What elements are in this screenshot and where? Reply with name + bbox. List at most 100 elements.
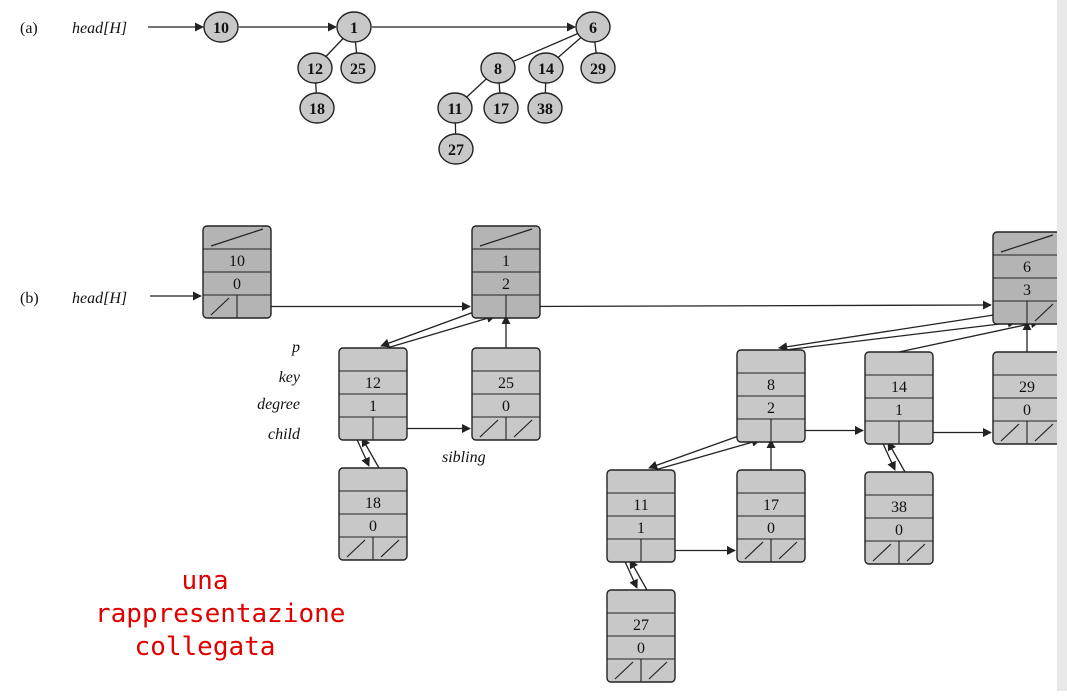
part-a-label: (a) [20,20,38,37]
parent-pointer-arrow [887,441,906,473]
parent-pointer-arrow [784,318,1017,351]
nil-slash [614,661,634,680]
tree-node-circle [483,92,519,124]
nil-slash [513,419,533,438]
record-key: 38 [891,499,907,516]
heap-record: 290 [992,351,1062,445]
tree-node: 10 [203,11,239,43]
nil-slash [906,543,926,562]
heap-record: 141 [864,351,934,445]
field-label-key: key [279,369,301,386]
tree-node: 11 [437,92,473,124]
nil-slash [346,539,366,558]
tree-node: 17 [483,92,519,124]
record-degree: 2 [767,400,775,417]
record-degree: 3 [1023,282,1031,299]
caption: una rappresentazione collegata [95,565,346,664]
record-degree: 0 [502,398,510,415]
record-degree: 2 [502,276,510,293]
tree-node: 14 [528,52,564,84]
tree-node-key: 10 [213,20,229,37]
tree-node-circle [580,52,616,84]
tree-node-circle [480,52,516,84]
page-edge [1057,0,1067,691]
tree-node-key: 38 [537,101,553,118]
field-label-p: p [291,339,300,356]
tree-node-key: 11 [447,101,462,118]
nil-slash [380,539,400,558]
tree-node: 6 [575,11,611,43]
record-key: 14 [891,379,907,396]
record-key: 25 [498,375,514,392]
tree-node-circle [297,52,333,84]
record-key: 18 [365,495,381,512]
sibling-arrow [522,300,992,310]
heap-record: 12 [471,225,541,319]
tree-node: 38 [527,92,563,124]
tree-node-circle [203,11,239,43]
heap-record: 111 [606,469,676,563]
tree-node-key: 25 [350,61,366,78]
tree-node-key: 12 [307,61,323,78]
part-a-head-label: head[H] [72,20,127,37]
heap-record: 63 [992,231,1062,325]
tree-node-key: 27 [448,142,464,159]
child-pointer-arrow [778,311,1011,352]
record-key: 1 [502,253,510,270]
part-b-head-label: head[H] [72,290,127,307]
record-degree: 0 [369,518,377,535]
record-key: 27 [633,617,649,634]
record-degree: 1 [637,520,645,537]
nil-slash [210,228,264,247]
record-degree: 0 [637,640,645,657]
tree-node-circle [299,92,335,124]
heap-record: 270 [606,589,676,683]
nil-slash [1000,423,1020,442]
record-degree: 1 [895,402,903,419]
nil-slash [479,419,499,438]
nil-slash [778,541,798,560]
nil-slash [479,228,533,247]
record-key: 17 [763,497,779,514]
parent-pointer-arrow [629,559,648,591]
tree-node-key: 14 [538,61,554,78]
parent-pointer-arrow [654,437,761,471]
nil-slash [872,543,892,562]
record-degree: 0 [895,522,903,539]
nil-slash [1034,423,1054,442]
record-key: 11 [633,497,648,514]
tree-node-circle [437,92,473,124]
nil-slash [648,661,668,680]
tree-node: 18 [299,92,335,124]
record-degree: 1 [369,398,377,415]
caption-line-2: rappresentazione [95,599,346,629]
tree-node-circle [528,52,564,84]
tree-node: 12 [297,52,333,84]
child-pointer-arrow [380,305,490,348]
tree-node-key: 8 [494,61,502,78]
nil-slash [1034,303,1054,322]
record-key: 10 [229,253,245,270]
nil-slash [210,297,230,316]
tree-node-key: 6 [589,20,597,37]
tree-node-circle [340,52,376,84]
part-b-label: (b) [20,290,39,307]
heap-record: 82 [736,349,806,443]
record-degree: 0 [767,520,775,537]
field-label-child: child [268,426,301,443]
tree-node: 25 [340,52,376,84]
tree-node-circle [336,11,372,43]
caption-line-1: una [181,566,229,596]
tree-node-circle [527,92,563,124]
sibling-label: sibling [442,449,486,466]
heap-record: 180 [338,467,408,561]
record-key: 6 [1023,259,1031,276]
tree-node-key: 1 [350,20,358,37]
record-key: 8 [767,377,775,394]
tree-node-circle [575,11,611,43]
record-key: 12 [365,375,381,392]
record-degree: 0 [1023,402,1031,419]
record-degree: 0 [233,276,241,293]
